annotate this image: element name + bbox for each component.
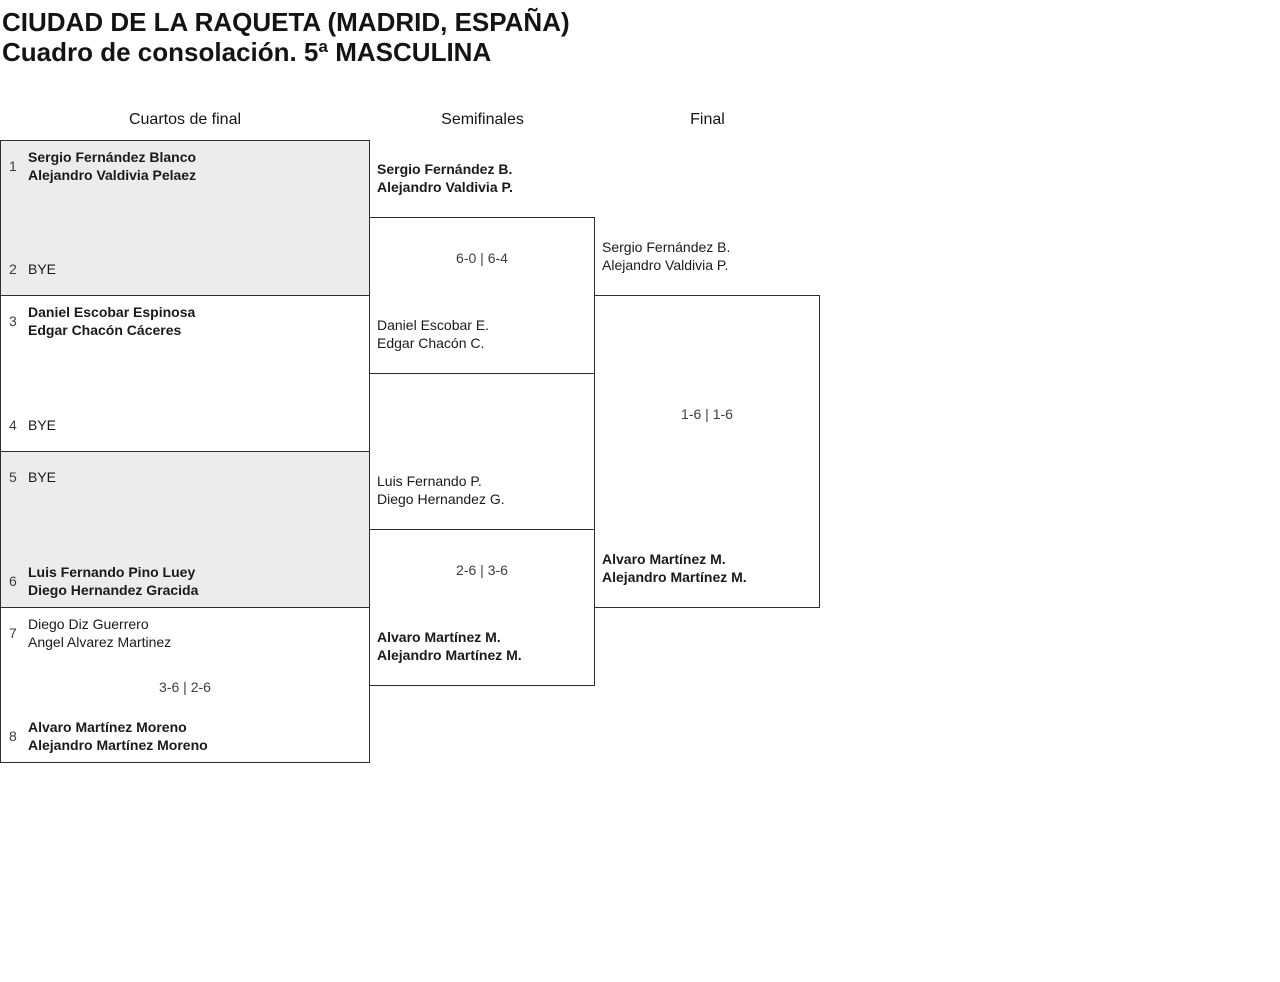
semifinal-1-team-2: Daniel Escobar E. Edgar Chacón C. (377, 316, 489, 352)
qf-match-4: 7 Diego Diz Guerrero Angel Alvarez Marti… (0, 607, 370, 763)
tournament-name: CIUDAD DE LA RAQUETA (MADRID, ESPAÑA) (2, 7, 570, 37)
seed-number: 2 (9, 261, 17, 277)
qf-match-3-team-2: 6 Luis Fernando Pino Luey Diego Hernande… (9, 563, 363, 599)
bye-entry: BYE (28, 260, 56, 278)
semifinal-1-score: 6-0 | 6-4 (456, 250, 508, 266)
qf-match-2-team-2: 4 BYE (9, 416, 363, 434)
final-team-1: Sergio Fernández B. Alejandro Valdivia P… (602, 238, 730, 274)
qf-match-2-team-1: 3 Daniel Escobar Espinosa Edgar Chacón C… (9, 303, 363, 339)
draw-name: Cuadro de consolación. 5ª MASCULINA (2, 37, 492, 67)
seed-number: 1 (9, 158, 17, 174)
bye-entry: BYE (28, 416, 56, 434)
player-name: Luis Fernando P. (377, 473, 482, 489)
seed-number: 3 (9, 313, 17, 329)
player-name: Alejandro Martínez M. (602, 569, 747, 585)
team-names: Luis Fernando Pino Luey Diego Hernandez … (28, 563, 198, 599)
player-name: Sergio Fernández B. (377, 161, 513, 177)
seed-number: 4 (9, 417, 17, 433)
qf-match-1-team-1: 1 Sergio Fernández Blanco Alejandro Vald… (9, 148, 363, 184)
bye-label: BYE (28, 261, 57, 277)
team-names: Daniel Escobar Espinosa Edgar Chacón Các… (28, 303, 195, 339)
seed-number: 6 (9, 573, 17, 589)
bye-label: BYE (28, 417, 57, 433)
qf-match-3-team-1: 5 BYE (9, 468, 363, 486)
final-team-2: Alvaro Martínez M. Alejandro Martínez M. (602, 550, 747, 586)
final-box (594, 295, 820, 608)
team-names: Alvaro Martínez Moreno Alejandro Martíne… (28, 718, 208, 754)
bye-label: BYE (28, 469, 57, 485)
qf-match-3: 5 BYE 6 Luis Fernando Pino Luey Diego He… (0, 451, 370, 608)
team-names: Diego Diz Guerrero Angel Alvarez Martine… (28, 615, 171, 651)
player-name: Diego Hernandez Gracida (28, 582, 199, 598)
team-names: Sergio Fernández Blanco Alejandro Valdiv… (28, 148, 196, 184)
qf-match-1-team-2: 2 BYE (9, 260, 363, 278)
player-name: Alvaro Martínez M. (377, 629, 501, 645)
final-score: 1-6 | 1-6 (681, 406, 733, 422)
player-name: Sergio Fernández Blanco (28, 149, 197, 165)
page-title: CIUDAD DE LA RAQUETA (MADRID, ESPAÑA) Cu… (2, 7, 570, 67)
player-name: Alejandro Martínez M. (377, 647, 522, 663)
semifinal-2-score: 2-6 | 3-6 (456, 562, 508, 578)
player-name: Alejandro Valdivia Pelaez (28, 167, 197, 183)
player-name: Angel Alvarez Martinez (28, 634, 172, 650)
round-header-semifinals: Semifinales (441, 111, 524, 128)
player-name: Luis Fernando Pino Luey (28, 564, 196, 580)
semifinal-2-team-2: Alvaro Martínez M. Alejandro Martínez M. (377, 628, 522, 664)
seed-number: 5 (9, 469, 17, 485)
player-name: Daniel Escobar Espinosa (28, 304, 196, 320)
qf-match-4-team-2: 8 Alvaro Martínez Moreno Alejandro Martí… (9, 718, 363, 754)
player-name: Alejandro Valdivia P. (377, 179, 513, 195)
round-header-quarterfinals: Cuartos de final (128, 111, 242, 128)
round-header-final: Final (690, 111, 725, 128)
player-name: Alejandro Martínez Moreno (28, 737, 208, 753)
player-name: Edgar Chacón Cáceres (28, 322, 182, 338)
player-name: Diego Diz Guerrero (28, 616, 149, 632)
semifinal-1-team-1: Sergio Fernández B. Alejandro Valdivia P… (377, 160, 513, 196)
player-name: Alvaro Martínez Moreno (28, 719, 187, 735)
seed-number: 7 (9, 625, 17, 641)
player-name: Edgar Chacón C. (377, 335, 485, 351)
player-name: Daniel Escobar E. (377, 317, 490, 333)
qf-match-4-team-1: 7 Diego Diz Guerrero Angel Alvarez Marti… (9, 615, 363, 651)
semifinal-2-team-1: Luis Fernando P. Diego Hernandez G. (377, 472, 505, 508)
qf-match-1: 1 Sergio Fernández Blanco Alejandro Vald… (0, 140, 370, 296)
player-name: Alvaro Martínez M. (602, 551, 726, 567)
seed-number: 8 (9, 728, 17, 744)
player-name: Diego Hernandez G. (377, 491, 505, 507)
qf-match-2: 3 Daniel Escobar Espinosa Edgar Chacón C… (0, 295, 370, 452)
player-name: Sergio Fernández B. (602, 239, 731, 255)
bye-entry: BYE (28, 468, 56, 486)
qf-match-4-score: 3-6 | 2-6 (159, 679, 211, 695)
player-name: Alejandro Valdivia P. (602, 257, 729, 273)
